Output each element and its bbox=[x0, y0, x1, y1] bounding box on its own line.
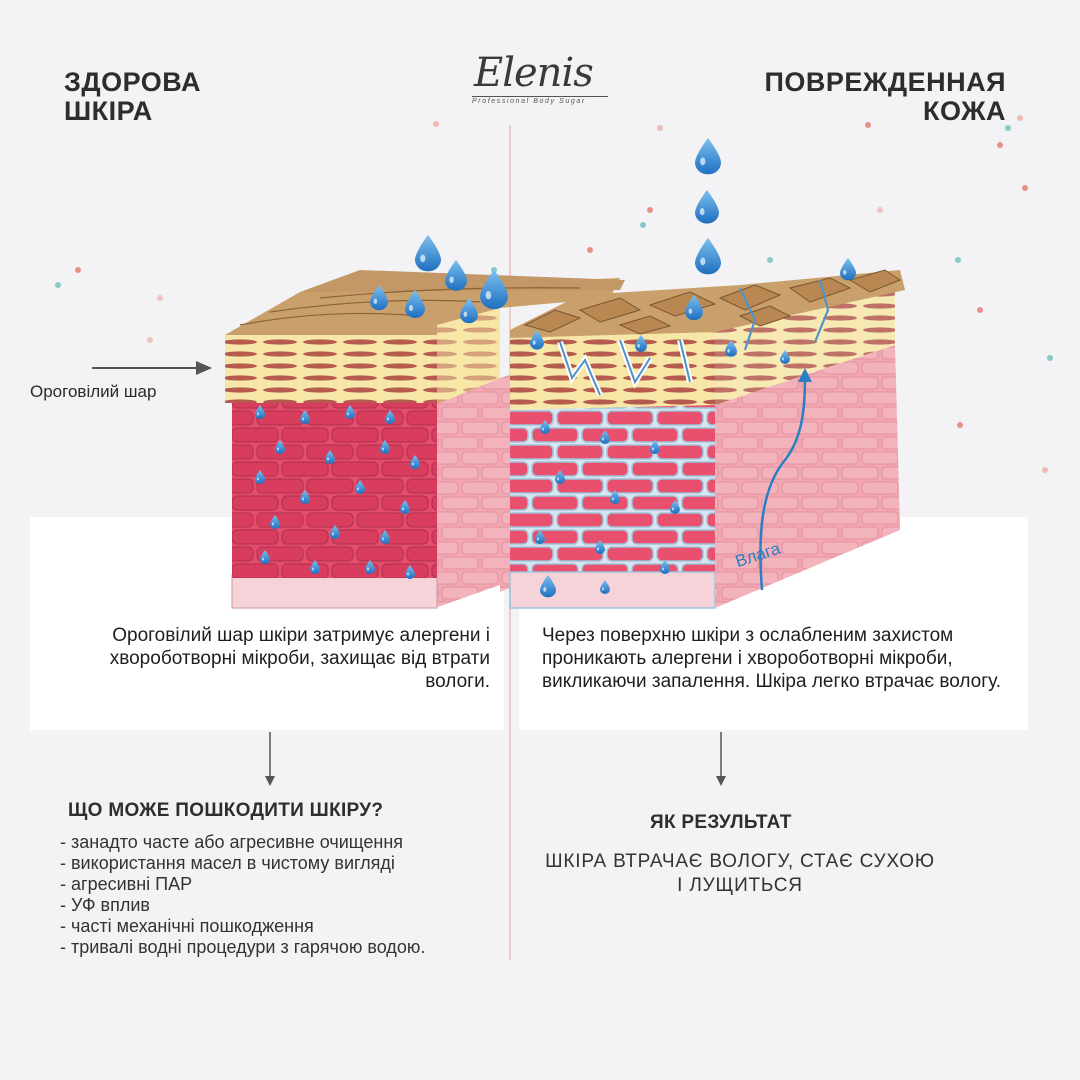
confetti-dot bbox=[1042, 467, 1048, 473]
down-arrow-left bbox=[265, 732, 275, 786]
confetti-dot bbox=[433, 121, 439, 127]
down-arrow-right bbox=[716, 732, 726, 786]
healthy-description: Ороговілий шар шкіри затримує алергени і… bbox=[109, 625, 490, 692]
damage-causes-title: ЩО МОЖЕ ПОШКОДИТИ ШКІРУ? bbox=[68, 800, 384, 821]
confetti-dot bbox=[147, 337, 153, 343]
confetti-dot bbox=[587, 247, 593, 253]
confetti-dot bbox=[957, 422, 963, 428]
confetti-dot bbox=[1017, 115, 1023, 121]
confetti-dot bbox=[767, 257, 773, 263]
damage-cause-item: - УФ вплив bbox=[60, 895, 150, 915]
water-drop-icon bbox=[840, 258, 856, 281]
damage-cause-item: - використання масел в чистому вигляді bbox=[60, 853, 395, 873]
confetti-dot bbox=[1005, 125, 1011, 131]
horny-layer-arrow bbox=[92, 361, 212, 375]
damage-cause-item: - часті механічні пошкодження bbox=[60, 916, 314, 936]
confetti-dot bbox=[997, 142, 1003, 148]
confetti-dot bbox=[657, 125, 663, 131]
damaged-description: Через поверхню шкіри з ослабленим захист… bbox=[542, 625, 1002, 692]
confetti-dot bbox=[647, 207, 653, 213]
water-drop-icon bbox=[695, 138, 721, 175]
confetti-dot bbox=[75, 267, 81, 273]
damaged-skin-heading: ПОВРЕЖДЕННАЯ КОЖА bbox=[764, 67, 1006, 126]
result-text: ШКІРА ВТРАЧАЄ ВОЛОГУ, СТАЄ СУХОЮ І ЛУЩИТ… bbox=[545, 851, 935, 896]
damage-cause-item: - занадто часте або агресивне очищення bbox=[60, 832, 404, 852]
confetti-dot bbox=[55, 282, 61, 288]
water-drop-icon bbox=[695, 238, 721, 275]
confetti-dot bbox=[1022, 185, 1028, 191]
water-drop-icon bbox=[415, 235, 441, 272]
damage-causes-list: - занадто часте або агресивне очищення- … bbox=[60, 832, 500, 958]
confetti-dot bbox=[1047, 355, 1053, 361]
water-drop-icon bbox=[695, 190, 719, 224]
result-title: ЯК РЕЗУЛЬТАТ bbox=[650, 812, 792, 833]
skin-layers-diagram bbox=[225, 138, 905, 609]
damage-cause-item: - тривалі водні процедури з гарячою водо… bbox=[60, 937, 426, 957]
confetti-dot bbox=[865, 122, 871, 128]
healthy-skin-heading: ЗДОРОВА ШКІРА bbox=[64, 67, 201, 126]
confetti-dot bbox=[877, 207, 883, 213]
confetti-dot bbox=[157, 295, 163, 301]
confetti-dot bbox=[491, 267, 497, 273]
confetti-dot bbox=[977, 307, 983, 313]
damage-cause-item: - агресивні ПАР bbox=[60, 874, 193, 894]
confetti-dot bbox=[640, 222, 646, 228]
horny-layer-label: Ороговілий шар bbox=[30, 382, 157, 401]
water-drop-icon bbox=[445, 260, 467, 291]
elenis-logo: Elenis Professional Body Sugar bbox=[470, 50, 610, 110]
confetti-dot bbox=[955, 257, 961, 263]
